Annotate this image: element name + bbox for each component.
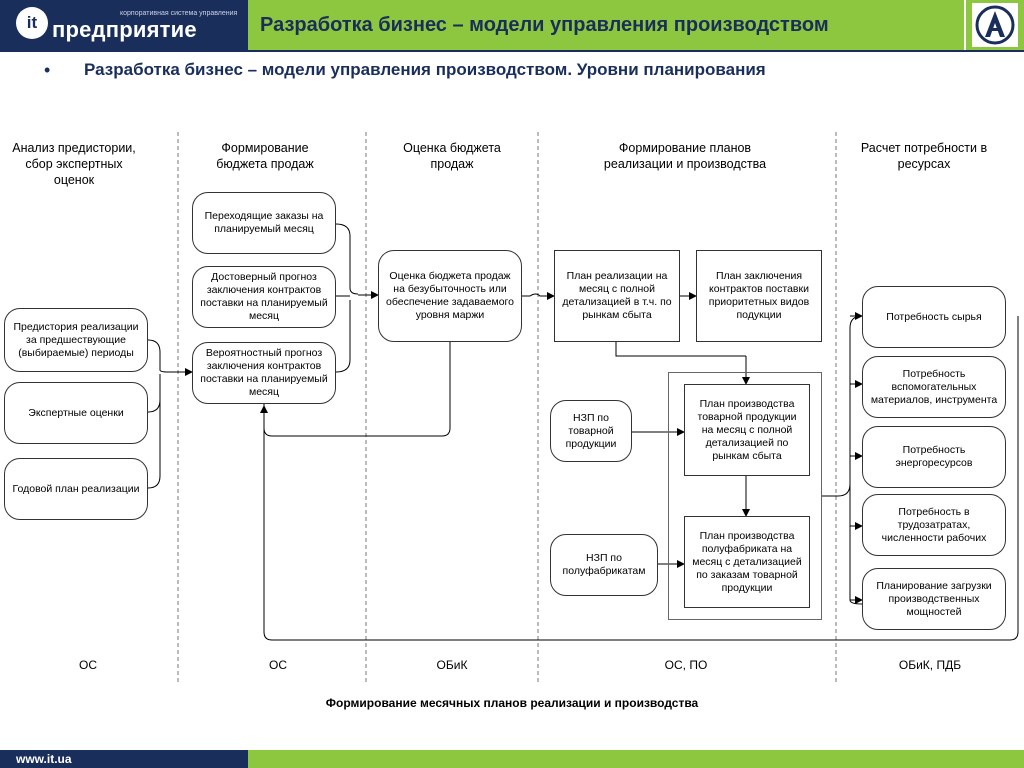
header-divider	[0, 50, 1024, 52]
box-labor: Потребность в трудозатратах, численности…	[862, 494, 1006, 556]
box-reliable-forecast: Достоверный прогноз заключения контракто…	[192, 266, 336, 328]
compass-pen-icon	[972, 3, 1018, 47]
diagram-caption: Формирование месячных планов реализации …	[325, 696, 699, 710]
box-aux-materials: Потребность вспомогательных материалов, …	[862, 356, 1006, 418]
title-bar	[248, 0, 964, 50]
logo-wordmark: предприятие	[52, 17, 197, 42]
box-raw-materials: Потребность сырья	[862, 286, 1006, 348]
owner-col3: ОБиК	[436, 658, 468, 672]
footer-url[interactable]: www.it.ua	[16, 752, 72, 766]
footer-bar-left	[0, 750, 248, 768]
logo-mark-text: it	[26, 13, 38, 32]
box-sales-plan: План реализации на месяц с полной детали…	[554, 250, 680, 342]
logo-tagline: корпоративная система управления	[120, 10, 238, 17]
logo-mark-icon	[16, 7, 48, 39]
column-header-resources: Расчет потребности в ресурсах	[860, 141, 988, 171]
column-header-plans: Формирование планов реализации и произво…	[603, 141, 767, 171]
owner-col2: ОС	[269, 658, 287, 672]
box-production-semi-plan: План производства полуфабриката на месяц…	[684, 516, 810, 608]
slide-subtitle: Разработка бизнес – модели управления пр…	[84, 60, 766, 79]
box-capacity: Планирование загрузки производственных м…	[862, 568, 1006, 630]
box-nzp-goods: НЗП по товарной продукции	[550, 400, 632, 462]
owner-col5: ОБиК, ПДБ	[898, 658, 962, 672]
bullet: •	[44, 60, 51, 80]
box-contract-plan: План заключения контрактов поставки прио…	[696, 250, 822, 342]
box-energy: Потребность энергоресурсов	[862, 426, 1006, 488]
production-plans-group	[668, 372, 822, 620]
footer-bar-right	[248, 750, 1024, 768]
column-header-budget-evaluation: Оценка бюджета продаж	[403, 141, 501, 171]
box-annual-plan: Годовой план реализации	[4, 458, 148, 520]
box-transit-orders: Переходящие заказы на планируемый месяц	[192, 192, 336, 254]
page-title: Разработка бизнес – модели управления пр…	[260, 14, 829, 36]
box-production-goods-plan: План производства товарной продукции на …	[684, 384, 810, 476]
box-budget-evaluation: Оценка бюджета продаж на безубыточность …	[378, 250, 522, 342]
box-expert-estimates: Экспертные оценки	[4, 382, 148, 444]
column-header-analysis: Анализ предистории, сбор экспертных оцен…	[12, 141, 136, 187]
box-sales-history: Предистория реализации за предшествующие…	[4, 308, 148, 372]
box-probable-forecast: Вероятностный прогноз заключения контрак…	[192, 342, 336, 404]
owner-col4: ОС, ПО	[664, 658, 708, 672]
column-header-sales-budget: Формирование бюджета продаж	[216, 141, 314, 171]
box-nzp-semi: НЗП по полуфабрикатам	[550, 534, 658, 596]
owner-col1: ОС	[79, 658, 97, 672]
